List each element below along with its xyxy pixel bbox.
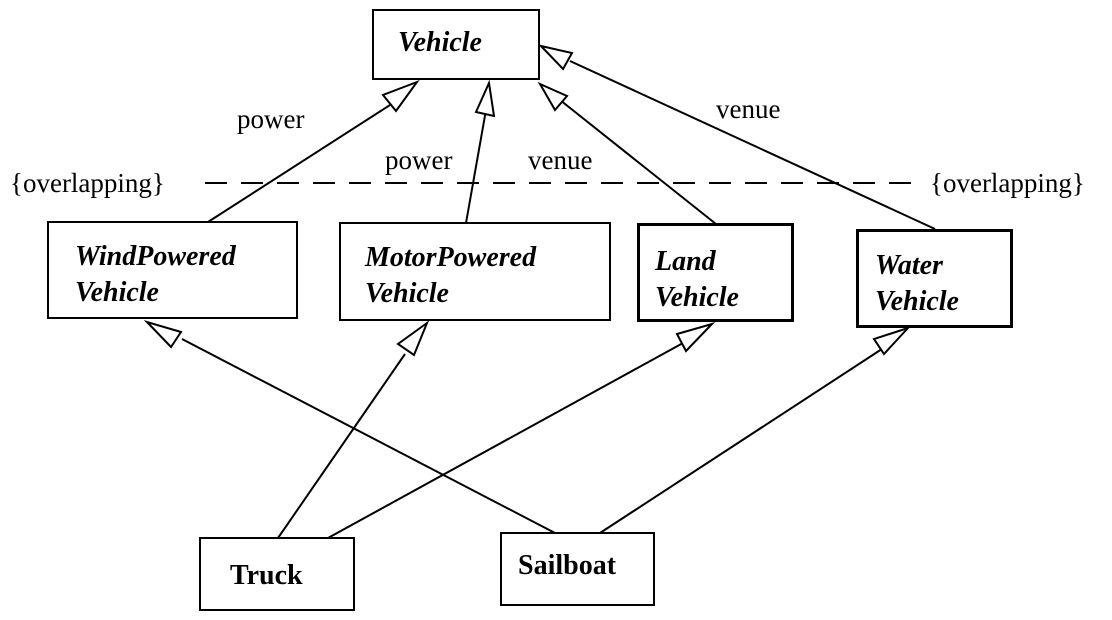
sailboat-to-wind-line — [181, 338, 556, 534]
truck-to-land-line — [327, 342, 684, 539]
overlapping-constraint-left: {overlapping} — [10, 168, 165, 198]
windpowered-vehicle-class-name: WindPowered Vehicle — [75, 239, 236, 311]
water-to-vehicle-arrowhead — [537, 44, 574, 71]
water-vehicle-class-box: Water Vehicle — [856, 229, 1013, 328]
motorpowered-vehicle-class-name: MotorPowered Vehicle — [365, 240, 536, 312]
land-vehicle-class-box: Land Vehicle — [637, 223, 794, 322]
sailboat-to-water-arrowhead — [872, 325, 912, 356]
wind-to-vehicle-line — [207, 95, 405, 223]
land-to-vehicle-line — [559, 99, 717, 225]
sailboat-to-wind-arrowhead — [143, 319, 183, 349]
vehicle-class-name: Vehicle — [398, 27, 482, 58]
power-label-wind: power — [237, 104, 305, 134]
truck-class-name: Truck — [230, 560, 303, 591]
venue-label-land: venue — [528, 145, 593, 175]
sailboat-class-box: Sailboat — [500, 532, 655, 606]
venue-label-water: venue — [716, 94, 781, 124]
land-to-vehicle-arrowhead — [537, 81, 569, 112]
motorpowered-name-line1: MotorPowered — [365, 242, 537, 273]
motor-to-vehicle-line — [465, 109, 487, 224]
land-name-line2: Vehicle — [655, 282, 739, 313]
land-vehicle-class-name: Land Vehicle — [655, 244, 739, 316]
truck-to-motor-arrowhead — [396, 320, 430, 357]
windpowered-vehicle-class-box: WindPowered Vehicle — [47, 221, 298, 319]
windpowered-name-line1: WindPowered — [75, 241, 236, 272]
truck-to-motor-line — [277, 353, 406, 539]
motor-to-vehicle-arrowhead — [474, 79, 496, 118]
motorpowered-name-line2: Vehicle — [365, 278, 449, 309]
motorpowered-vehicle-class-box: MotorPowered Vehicle — [339, 222, 611, 321]
power-label-motor: power — [385, 145, 453, 175]
water-vehicle-class-name: Water Vehicle — [875, 248, 959, 320]
overlapping-constraint-right: {overlapping} — [930, 168, 1085, 198]
windpowered-name-line2: Vehicle — [75, 277, 159, 308]
wind-to-vehicle-arrowhead — [381, 79, 420, 113]
land-name-line1: Land — [655, 246, 716, 277]
water-name-line2: Vehicle — [875, 286, 959, 317]
truck-class-box: Truck — [199, 537, 355, 611]
sailboat-to-water-line — [599, 346, 886, 534]
water-name-line1: Water — [875, 250, 943, 281]
truck-to-land-arrowhead — [675, 322, 716, 353]
sailboat-class-name: Sailboat — [518, 550, 617, 581]
water-to-vehicle-line — [569, 60, 936, 230]
vehicle-class-box: Vehicle — [372, 9, 540, 80]
